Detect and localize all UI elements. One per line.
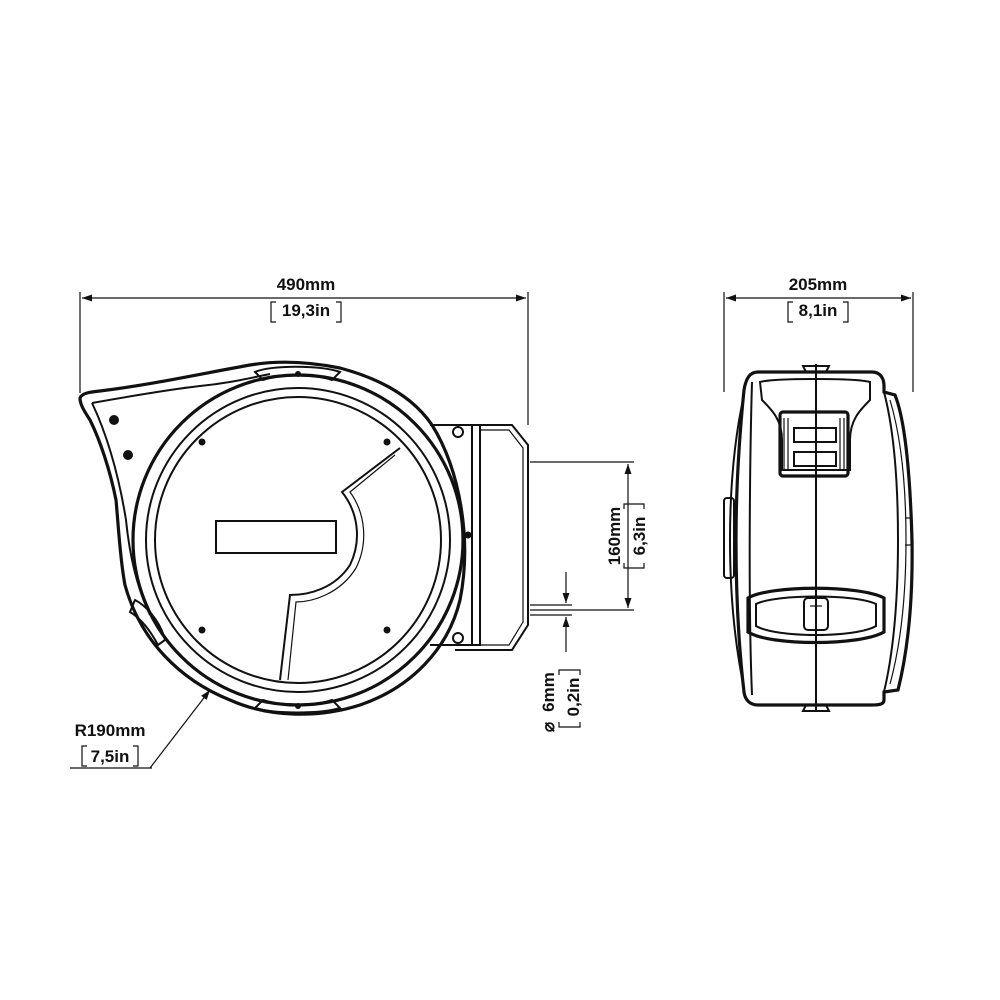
dimension-width-front: 490mm 19,3in bbox=[79, 275, 529, 425]
bracket-6 bbox=[558, 669, 581, 728]
side-hose-nozzle bbox=[803, 597, 829, 631]
drum-screw-2 bbox=[383, 438, 391, 446]
bracket-bolt-bottom bbox=[452, 632, 464, 644]
dim-160-metric: 160mm bbox=[605, 507, 624, 566]
side-upper-frame bbox=[758, 378, 871, 471]
top-clip-dot bbox=[295, 371, 301, 377]
side-right-latch bbox=[905, 517, 912, 546]
dim-radius-metric: R190mm bbox=[75, 721, 146, 740]
dim-205-imperial: 8,1in bbox=[799, 301, 838, 320]
dim-radius-imperial: 7,5in bbox=[91, 747, 130, 766]
side-window bbox=[778, 410, 850, 478]
radius-leader bbox=[149, 689, 211, 769]
bracket-160 bbox=[623, 503, 645, 569]
side-inner-line bbox=[748, 381, 753, 696]
dim-160-imperial: 6,3in bbox=[630, 517, 649, 556]
top-clip bbox=[253, 365, 342, 382]
side-window-ribs-left bbox=[783, 418, 789, 470]
drum-ring-outer bbox=[131, 373, 465, 707]
hose-guide bbox=[279, 447, 401, 681]
side-window-slot-bottom bbox=[793, 451, 837, 467]
front-handle-contour bbox=[91, 373, 271, 404]
drum-screw-5 bbox=[464, 531, 472, 539]
hose-guide-inner bbox=[287, 454, 396, 681]
side-right-cover bbox=[883, 391, 900, 693]
side-right-cover-edge bbox=[889, 399, 907, 685]
bracket-490 bbox=[270, 301, 342, 323]
front-housing-outline bbox=[78, 360, 467, 716]
bracket-205 bbox=[787, 301, 849, 323]
side-body-outline bbox=[734, 370, 914, 707]
bracket-rod-inner bbox=[458, 429, 524, 646]
side-left-knob bbox=[723, 497, 735, 579]
front-view bbox=[78, 360, 529, 716]
dim-6-symbol: ⌀ bbox=[539, 721, 558, 732]
handle-screw-1 bbox=[109, 415, 119, 425]
side-left-bulge bbox=[728, 394, 745, 689]
drum-screw-3 bbox=[198, 626, 206, 634]
bracket-bolt-top bbox=[452, 426, 464, 438]
lower-left-latch bbox=[128, 598, 167, 647]
bottom-clip-dot bbox=[295, 703, 301, 709]
bracket-rod bbox=[455, 424, 529, 651]
drum-screw-4 bbox=[383, 626, 391, 634]
side-window-slot-top bbox=[793, 427, 837, 443]
drum-screw-1 bbox=[198, 438, 206, 446]
dim-6-metric: 6mm bbox=[539, 672, 558, 712]
handle-screw-2 bbox=[123, 450, 133, 460]
dim-205-metric: 205mm bbox=[789, 275, 848, 294]
dimension-hole-diameter: ⌀ 6mm 0,2in bbox=[530, 572, 583, 732]
front-handle-lower bbox=[91, 402, 151, 616]
side-top-cap bbox=[801, 365, 831, 373]
dimension-height-bracket: 160mm 6,3in bbox=[530, 461, 649, 611]
side-bottom-cap bbox=[801, 704, 831, 712]
dim-490-metric: 490mm bbox=[277, 275, 336, 294]
dimension-width-side: 205mm 8,1in bbox=[723, 275, 914, 392]
bracket-plate bbox=[430, 424, 481, 646]
drum-ring-inner bbox=[154, 396, 442, 684]
label-plate bbox=[215, 520, 337, 554]
drum-ring-middle bbox=[145, 387, 451, 693]
side-window-ribs-right bbox=[839, 418, 845, 470]
bracket-radius bbox=[81, 745, 139, 767]
dimension-radius: R190mm 7,5in bbox=[70, 689, 211, 769]
bottom-clip bbox=[253, 698, 342, 714]
side-hose-guide bbox=[746, 586, 886, 645]
dim-6-imperial: 0,2in bbox=[564, 678, 583, 717]
dim-490-imperial: 19,3in bbox=[282, 301, 330, 320]
side-view bbox=[723, 364, 914, 712]
side-hose-guide-inner bbox=[755, 595, 877, 636]
